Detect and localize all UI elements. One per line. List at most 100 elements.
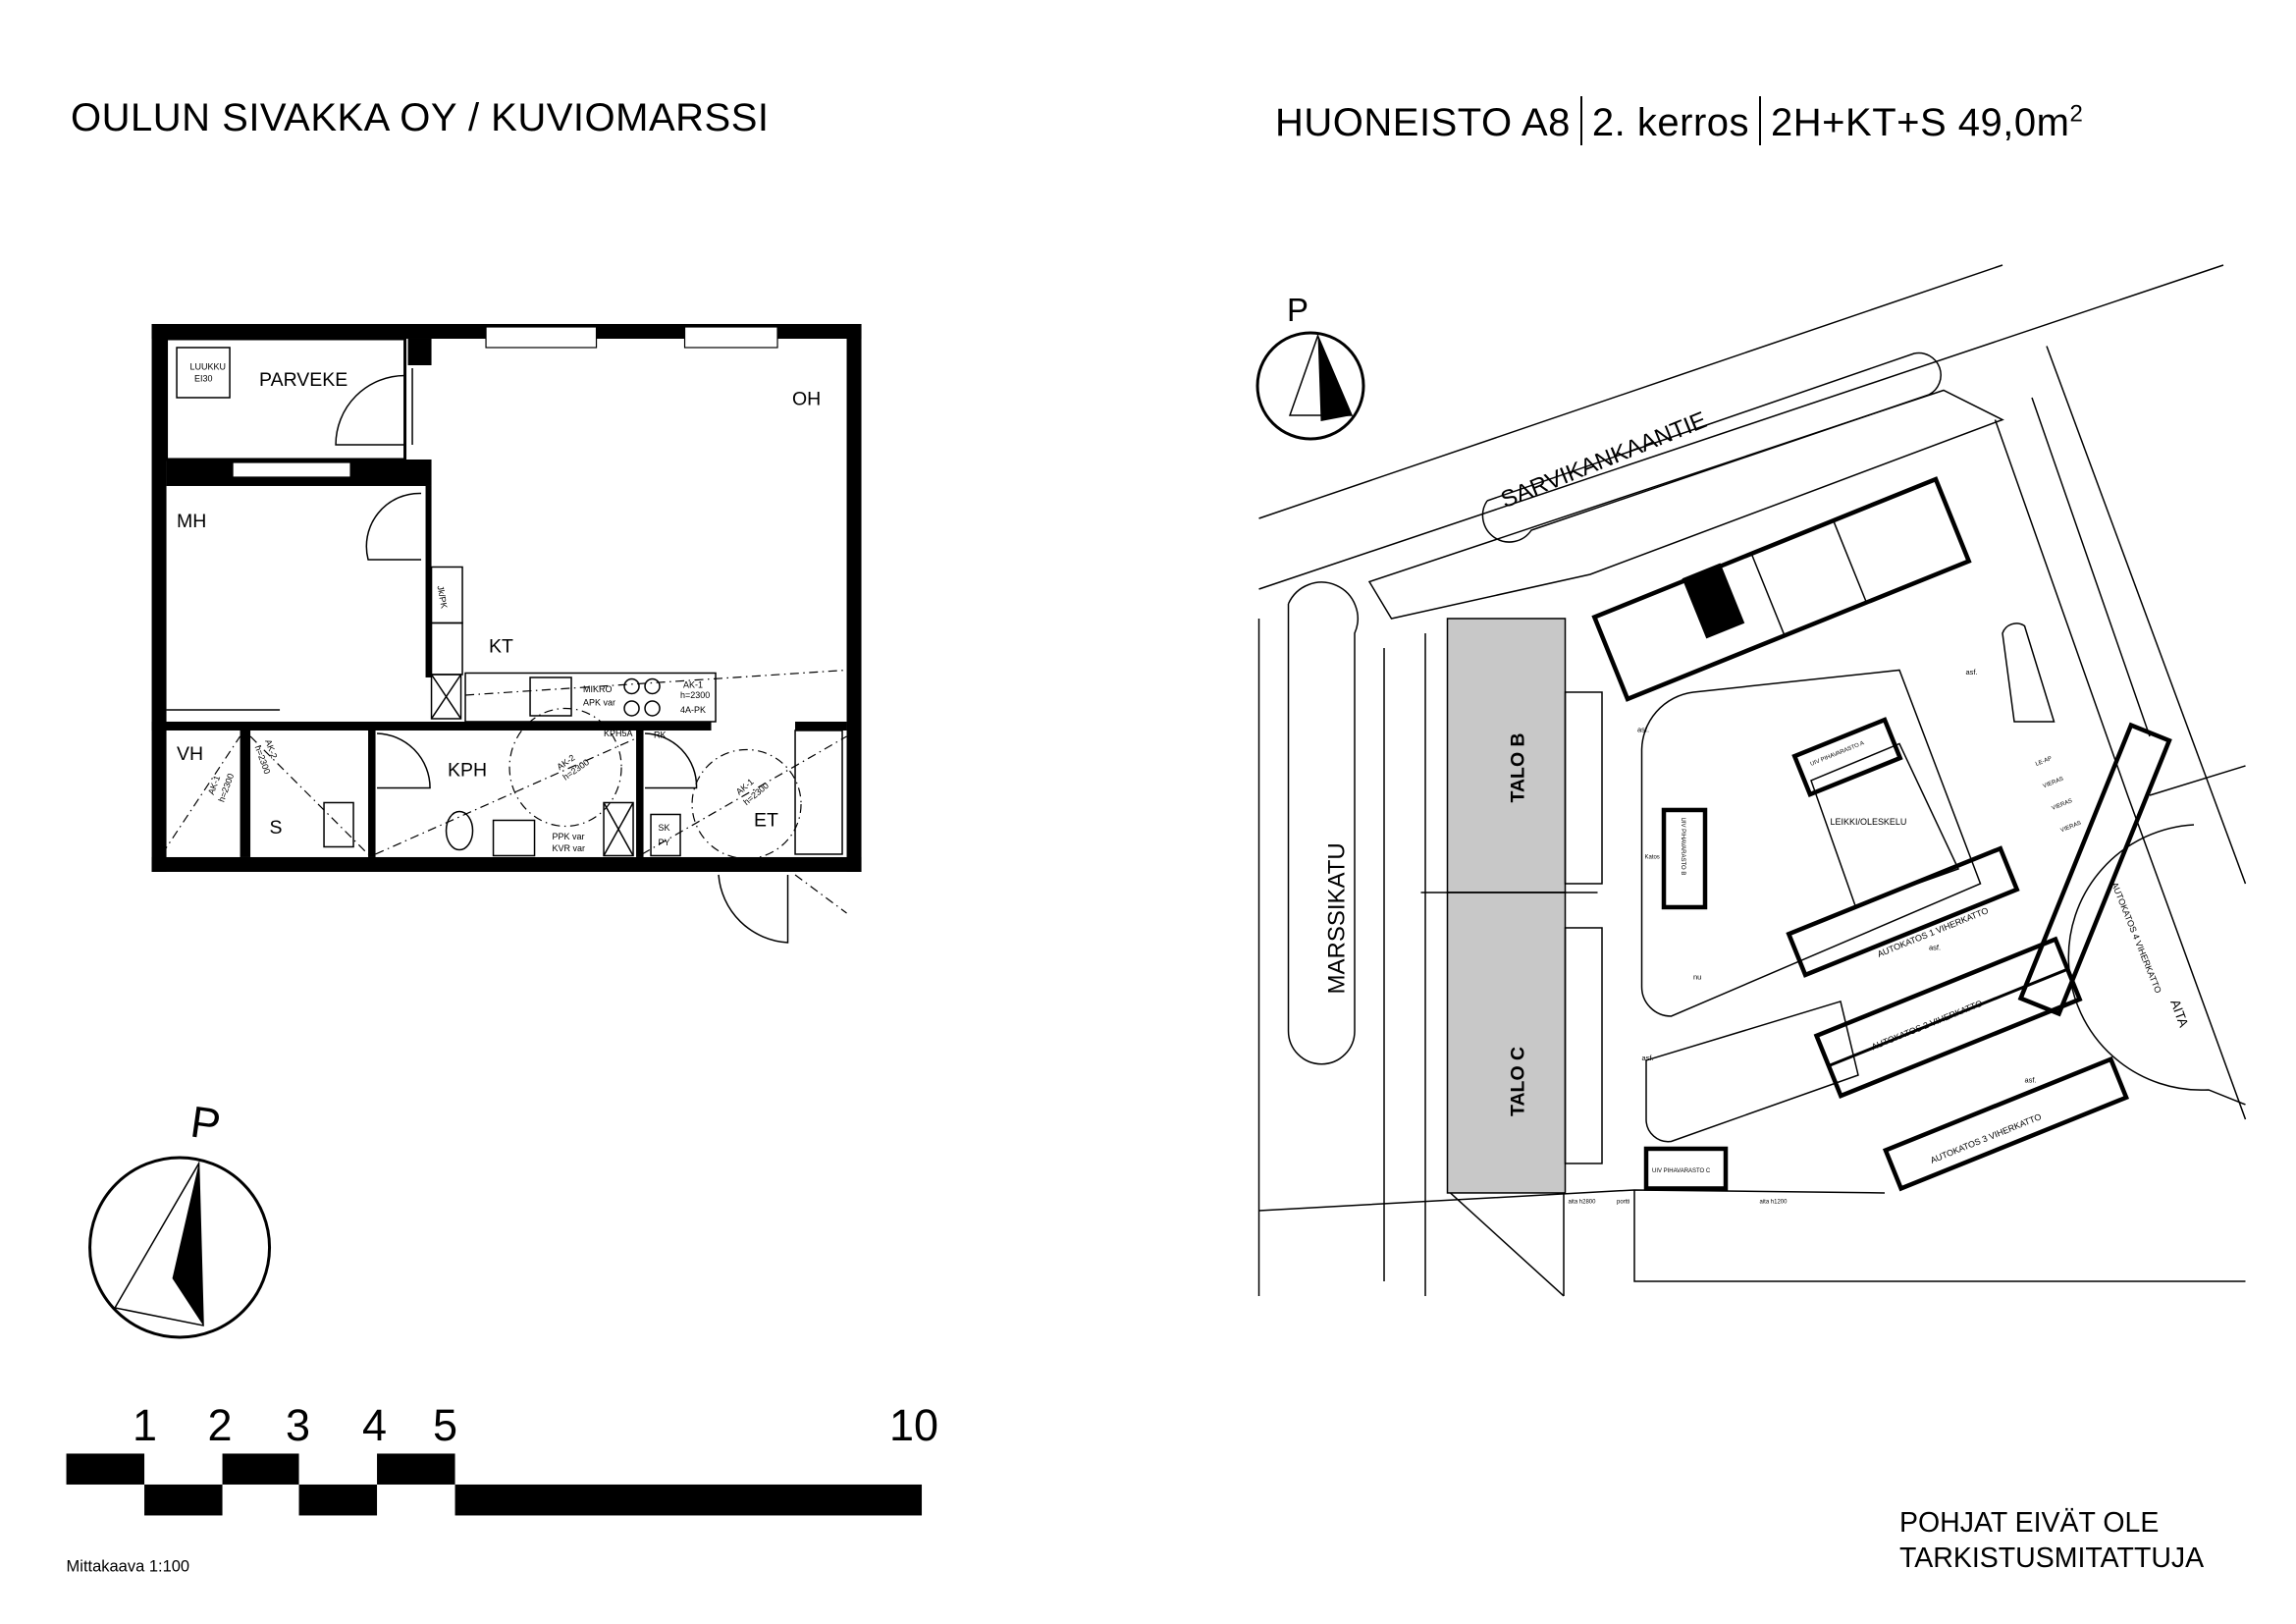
scale-tick: 3 xyxy=(286,1400,310,1450)
drawing-line xyxy=(603,802,634,856)
drawing-line xyxy=(1258,264,2224,590)
room-oh: OH xyxy=(792,388,821,409)
storage-b xyxy=(1661,807,1708,910)
window xyxy=(485,326,598,349)
scale-tick: 5 xyxy=(433,1400,457,1450)
area-superscript: 2 xyxy=(2069,100,2084,128)
drawing-line xyxy=(1786,845,2020,978)
drawing-line xyxy=(1367,389,2004,620)
drawing-line xyxy=(222,1453,299,1485)
annotation: Jk/PK xyxy=(436,585,450,610)
drawing-line xyxy=(1640,669,1982,1017)
room-s: S xyxy=(270,817,283,839)
label-nu: nu xyxy=(1693,972,1701,981)
drawing-line xyxy=(1633,1189,2246,1282)
wall-west xyxy=(151,323,167,872)
drawing-line xyxy=(644,677,661,695)
drawing-line xyxy=(1287,581,1359,1065)
room-kph: KPH xyxy=(448,759,487,781)
room-mh: MH xyxy=(177,511,206,532)
room-parveke: PARVEKE xyxy=(259,369,347,391)
drawing-line xyxy=(1882,1056,2130,1192)
label-asf: asf. xyxy=(1929,943,1941,951)
scale-tick: 2 xyxy=(208,1400,233,1450)
cabinet xyxy=(430,622,463,676)
street-marssikatu: MARSSIKATU xyxy=(1324,842,1351,994)
window xyxy=(683,326,778,349)
drawing-line xyxy=(249,735,369,855)
drawing-line xyxy=(603,801,634,857)
drawing-line xyxy=(1994,419,2247,1120)
north-label: P xyxy=(187,1097,224,1151)
hob xyxy=(623,677,640,695)
kitchen-counter xyxy=(464,672,717,723)
wall-stub xyxy=(407,338,432,365)
drawing-line xyxy=(623,700,640,717)
annotation: 4A-PK xyxy=(680,705,706,715)
annotation: h=2300 xyxy=(680,690,710,700)
label-asf: asf. xyxy=(1965,668,1977,677)
wall-vh xyxy=(240,724,251,857)
drawing-line xyxy=(375,735,641,855)
drawing-line xyxy=(323,801,354,848)
drawing-line xyxy=(368,727,376,857)
divider xyxy=(1759,96,1762,145)
drawing-line xyxy=(794,874,847,914)
turning-circle xyxy=(691,748,802,860)
drawing-line xyxy=(465,669,847,696)
drawing-line xyxy=(650,813,681,857)
drawing-line xyxy=(1317,335,1353,421)
building-talo-c xyxy=(1446,892,1567,1194)
label-katos: Katos xyxy=(1645,854,1660,860)
project-title: OULUN SIVAKKA OY / KUVIOMARSSI xyxy=(71,96,770,139)
door-swing xyxy=(377,732,431,789)
drawing-line xyxy=(1255,331,1365,441)
drawing-line xyxy=(644,700,661,717)
label-storage-c: UIV PIHAVARASTO C xyxy=(1652,1168,1711,1174)
label-play-area: LEIKKI/OLESKELU xyxy=(1831,817,1907,827)
balcony xyxy=(165,337,407,461)
label-guest: VIERAS xyxy=(2051,798,2073,812)
drawing-line xyxy=(2002,623,2056,723)
annotation: APK var xyxy=(583,697,615,707)
label-talo-b: TALO B xyxy=(1508,732,1529,802)
drawing-line xyxy=(2031,397,2151,737)
apartment-id: HUONEISTO A8 xyxy=(1275,101,1571,144)
note-line-2: TARKISTUSMITATTUJA xyxy=(1899,1543,2204,1574)
label-gate: portti xyxy=(1617,1199,1629,1205)
label-talo-c: TALO C xyxy=(1508,1047,1529,1116)
annotation: MIKRO xyxy=(583,684,612,694)
storage-a xyxy=(1791,717,1903,798)
label-aita: AITA xyxy=(2167,998,2191,1029)
north-arrow-large: P xyxy=(88,1097,272,1339)
carport-1 xyxy=(1786,845,2020,978)
wall-south xyxy=(151,856,862,872)
drawing-line xyxy=(641,735,847,855)
turning-circle xyxy=(508,707,622,828)
label-asf: asf. xyxy=(1637,725,1649,733)
hatch-box xyxy=(176,347,231,399)
room-et: ET xyxy=(754,809,778,831)
entrance-door-swing xyxy=(718,874,789,944)
drawing-line xyxy=(1481,352,1942,543)
label-luukku: LUUKKU xyxy=(190,361,226,371)
drawing-line xyxy=(1591,476,1972,702)
door-swing xyxy=(335,374,405,446)
street-sarvikankaantie: SARVIKANKAANTIE xyxy=(1497,406,1710,514)
drawing-line xyxy=(1791,717,1903,798)
label-storage-b: UIV PIHAVARASTO B xyxy=(1680,817,1685,875)
drawing-line xyxy=(161,735,241,855)
building-talo-b xyxy=(1446,618,1567,893)
drawing-line xyxy=(298,1484,378,1516)
storage-c xyxy=(1643,1146,1729,1191)
annotation: RK xyxy=(654,730,666,739)
drawing-line xyxy=(172,1163,204,1326)
sink xyxy=(529,677,572,717)
label-guest: VIERAS xyxy=(2059,821,2082,835)
north-arrow-small: P xyxy=(1255,292,1365,441)
cabinet xyxy=(430,674,462,720)
drawing-line xyxy=(1450,1192,1565,1297)
site-plan: SARVIKANKAANTIE MARSSIKATU TALO B TALO C… xyxy=(1257,264,2247,1297)
divider xyxy=(1579,96,1582,145)
